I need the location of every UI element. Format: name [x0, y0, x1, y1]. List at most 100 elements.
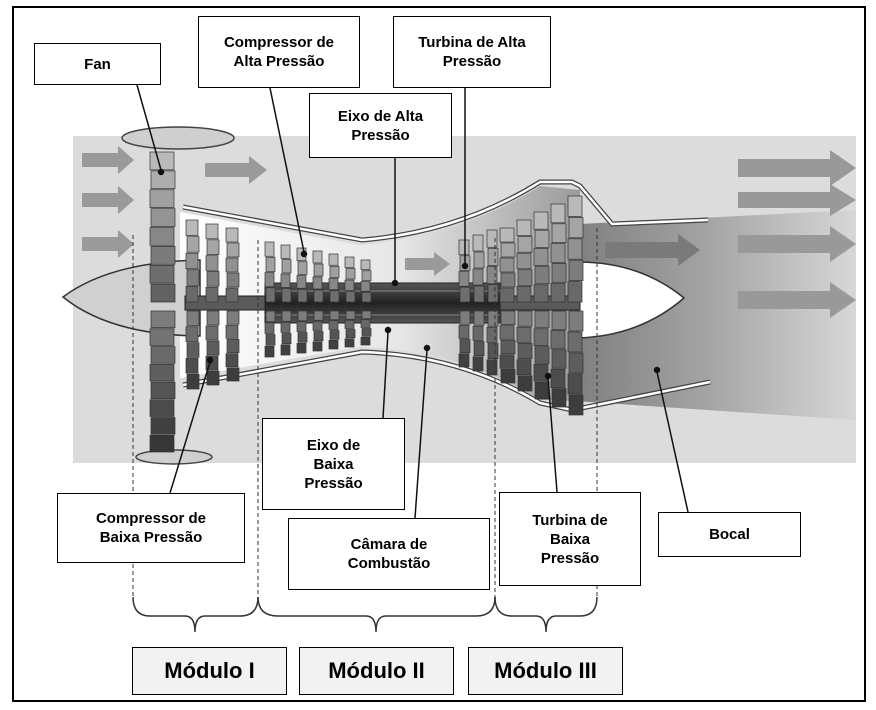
hp-compressor-blade	[345, 339, 354, 347]
hp-turbine-blade	[459, 272, 469, 287]
hp-compressor-blade	[297, 276, 306, 289]
hp-compressor-blade	[362, 271, 371, 281]
lp-compressor-blade	[187, 343, 199, 358]
leader-dot	[302, 252, 307, 257]
lp-turbine-blade	[517, 253, 531, 269]
hp-turbine-blade	[459, 240, 469, 255]
lp-turbine-blade	[551, 204, 565, 223]
module-3-label: Módulo III	[468, 647, 623, 695]
hp-compressor-blade	[329, 254, 338, 265]
lp-turbine-blade	[501, 340, 515, 354]
hp-compressor-blade	[314, 264, 323, 276]
hp-compressor-blade	[266, 311, 275, 322]
hp-compressor-blade	[265, 346, 274, 357]
lp-turbine-blade	[500, 288, 514, 302]
lp-compressor-blade	[187, 311, 199, 326]
hp-turbine-blade	[488, 248, 498, 265]
hp-compressor-blade	[314, 290, 323, 302]
lp-compressor-blade	[207, 271, 219, 286]
hp-compressor-blade	[362, 311, 371, 319]
lp-turbine-blade	[569, 260, 583, 280]
lp-turbine-blade	[569, 217, 583, 237]
lp-turbine-blade	[517, 327, 531, 342]
lp-compressor-blade	[186, 286, 198, 302]
hp-compressor-blade	[281, 345, 290, 355]
hp-turbine-blade	[488, 285, 498, 302]
leader-dot	[655, 368, 660, 373]
label-turbina-baixa-pressao: Turbina de Baixa Pressão	[499, 492, 641, 586]
lp-compressor-blade	[226, 325, 238, 338]
hp-compressor-blade	[314, 332, 323, 341]
lp-compressor-blade	[206, 224, 218, 239]
lp-compressor-blade	[227, 311, 239, 324]
hp-compressor-blade	[345, 320, 354, 328]
hp-compressor-blade	[266, 288, 275, 302]
lp-compressor-blade	[187, 237, 199, 253]
lp-compressor-blade	[186, 327, 198, 342]
lp-compressor-blade	[187, 270, 199, 286]
lp-turbine-blade	[501, 273, 515, 287]
lp-turbine-blade	[551, 330, 565, 348]
fan-blade	[150, 364, 174, 381]
hp-compressor-blade	[266, 335, 275, 346]
hp-compressor-blade	[281, 245, 290, 259]
fan-blade	[151, 382, 175, 399]
hp-compressor-blade	[346, 311, 355, 319]
brace-module-2	[258, 597, 495, 632]
lp-compressor-blade	[187, 374, 199, 389]
fan-blade	[151, 418, 175, 435]
lp-turbine-blade	[500, 355, 514, 369]
label-compressor-baixa-pressao: Compressor de Baixa Pressão	[57, 493, 245, 563]
hp-compressor-blade	[282, 289, 291, 303]
lp-compressor-blade	[207, 240, 219, 255]
label-fan: Fan	[34, 43, 161, 85]
lp-turbine-blade	[534, 285, 548, 302]
lp-turbine-blade	[569, 353, 583, 373]
lp-compressor-blade	[227, 368, 239, 381]
label-eixo-baixa-pressao: Eixo de Baixa Pressão	[262, 418, 405, 510]
lp-turbine-blade	[534, 329, 548, 346]
leader-dot	[386, 328, 391, 333]
lp-turbine-blade	[535, 347, 549, 364]
lp-compressor-blade	[226, 258, 238, 272]
lp-compressor-blade	[186, 358, 198, 373]
fan-blade	[150, 329, 174, 346]
lp-compressor-blade	[227, 339, 239, 352]
fan-blade	[150, 152, 174, 170]
lp-compressor-blade	[207, 371, 219, 385]
hp-compressor-blade	[330, 331, 339, 340]
upper-nacelle-lip	[122, 127, 234, 149]
lp-turbine-blade	[569, 395, 583, 415]
lp-turbine-blade	[518, 343, 532, 358]
lp-turbine-blade	[552, 389, 566, 407]
hp-turbine-blade	[473, 357, 483, 371]
lp-turbine-blade	[535, 382, 549, 399]
lp-turbine-blade	[552, 263, 566, 282]
lp-compressor-blade	[227, 243, 239, 257]
hp-compressor-blade	[329, 321, 338, 330]
hp-turbine-blade	[488, 311, 498, 326]
hp-compressor-blade	[297, 343, 306, 353]
hp-compressor-blade	[362, 329, 371, 337]
hp-turbine-blade	[473, 326, 483, 340]
lp-turbine-blade	[535, 230, 549, 247]
hp-compressor-blade	[361, 320, 370, 328]
hp-compressor-blade	[330, 266, 339, 277]
hp-turbine-blade	[473, 235, 483, 251]
hp-compressor-blade	[329, 340, 338, 349]
lp-turbine-blade	[501, 311, 515, 325]
leader-dot	[159, 170, 164, 175]
fan-blade	[150, 400, 174, 417]
lp-compressor-blade	[227, 273, 239, 287]
lp-turbine-blade	[517, 360, 531, 375]
hp-compressor-blade	[361, 260, 370, 270]
hp-turbine-blade	[473, 269, 483, 285]
brace-module-1	[133, 597, 258, 632]
label-compressor-alta-pressao: Compressor de Alta Pressão	[198, 16, 360, 88]
hp-turbine-blade	[474, 311, 484, 325]
brace-module-3	[495, 597, 597, 632]
leader-dot	[463, 264, 468, 269]
fan-blade	[151, 284, 175, 302]
lp-compressor-blade	[206, 287, 218, 302]
lp-turbine-blade	[518, 237, 532, 253]
